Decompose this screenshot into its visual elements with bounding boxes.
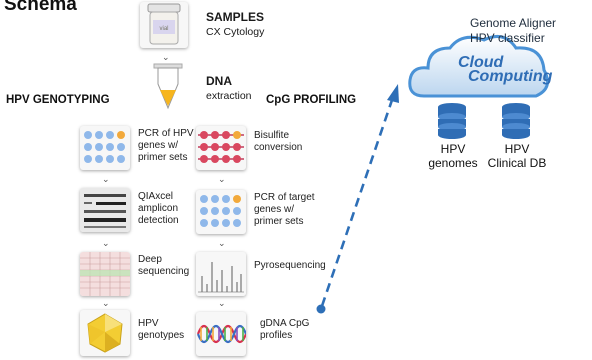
dna-heading: DNA <box>206 74 232 88</box>
db-hpv-clinical-label: HPV Clinical DB <box>487 142 547 170</box>
down-arrow-icon: ⌄ <box>102 174 110 184</box>
samples-label: SAMPLES CX Cytology <box>206 10 264 38</box>
bisulfite-plate-icon <box>196 126 246 170</box>
down-arrow-icon: ⌄ <box>218 298 226 308</box>
genotype-gem-icon <box>80 310 130 356</box>
cloud-logo-line1: Cloud <box>458 54 504 71</box>
database-icon <box>500 102 532 145</box>
down-arrow-icon: ⌄ <box>102 238 110 248</box>
database-icon <box>436 102 468 145</box>
pyrogram-icon <box>196 252 246 296</box>
hpv-genotyping-heading: HPV GENOTYPING <box>6 94 110 106</box>
left-step-3-label: Deep sequencing <box>138 254 190 277</box>
left-step-2-label: QIAxcel amplicon detection <box>138 191 179 226</box>
svg-text:vial: vial <box>159 26 168 32</box>
gel-icon <box>80 188 130 232</box>
dna-label: DNA extraction <box>206 74 252 102</box>
right-step-2-label: PCR of target genes w/ primer sets <box>254 192 315 227</box>
target-pcr-plate-icon <box>196 190 246 234</box>
sequencing-grid-icon <box>80 252 130 296</box>
right-step-1-label: Bisulfite conversion <box>254 130 303 153</box>
cpg-profiling-heading: CpG PROFILING <box>266 94 357 106</box>
db-hpv-genomes-label: HPV genomes <box>428 142 478 170</box>
cloud-line2: HPV classifier <box>470 31 545 45</box>
cloud-logo-line2: Computing <box>468 68 553 85</box>
pcr-plate-icon <box>80 126 130 170</box>
right-step-3-label: Pyrosequencing <box>254 260 326 271</box>
right-step-4-label: gDNA CpG profiles <box>260 318 310 341</box>
down-arrow-icon: ⌄ <box>218 174 226 184</box>
diagram-title: Schema <box>4 0 77 15</box>
dna-tube-icon <box>148 62 188 117</box>
sample-tube-icon: vial <box>140 2 188 48</box>
left-step-4-label: HPV genotypes <box>138 318 185 341</box>
left-step-1-label: PCR of HPV genes w/ primer sets <box>138 128 194 163</box>
samples-sub: CX Cytology <box>206 26 265 38</box>
cloud-computing-icon <box>404 26 554 113</box>
down-arrow-icon: ⌄ <box>162 52 170 62</box>
down-arrow-icon: ⌄ <box>218 238 226 248</box>
start-dot <box>316 304 326 314</box>
dna-helix-icon <box>196 312 246 356</box>
dna-sub: extraction <box>206 90 252 102</box>
samples-heading: SAMPLES <box>206 10 265 24</box>
down-arrow-icon: ⌄ <box>102 298 110 308</box>
cloud-line1: Genome Aligner <box>470 16 557 30</box>
